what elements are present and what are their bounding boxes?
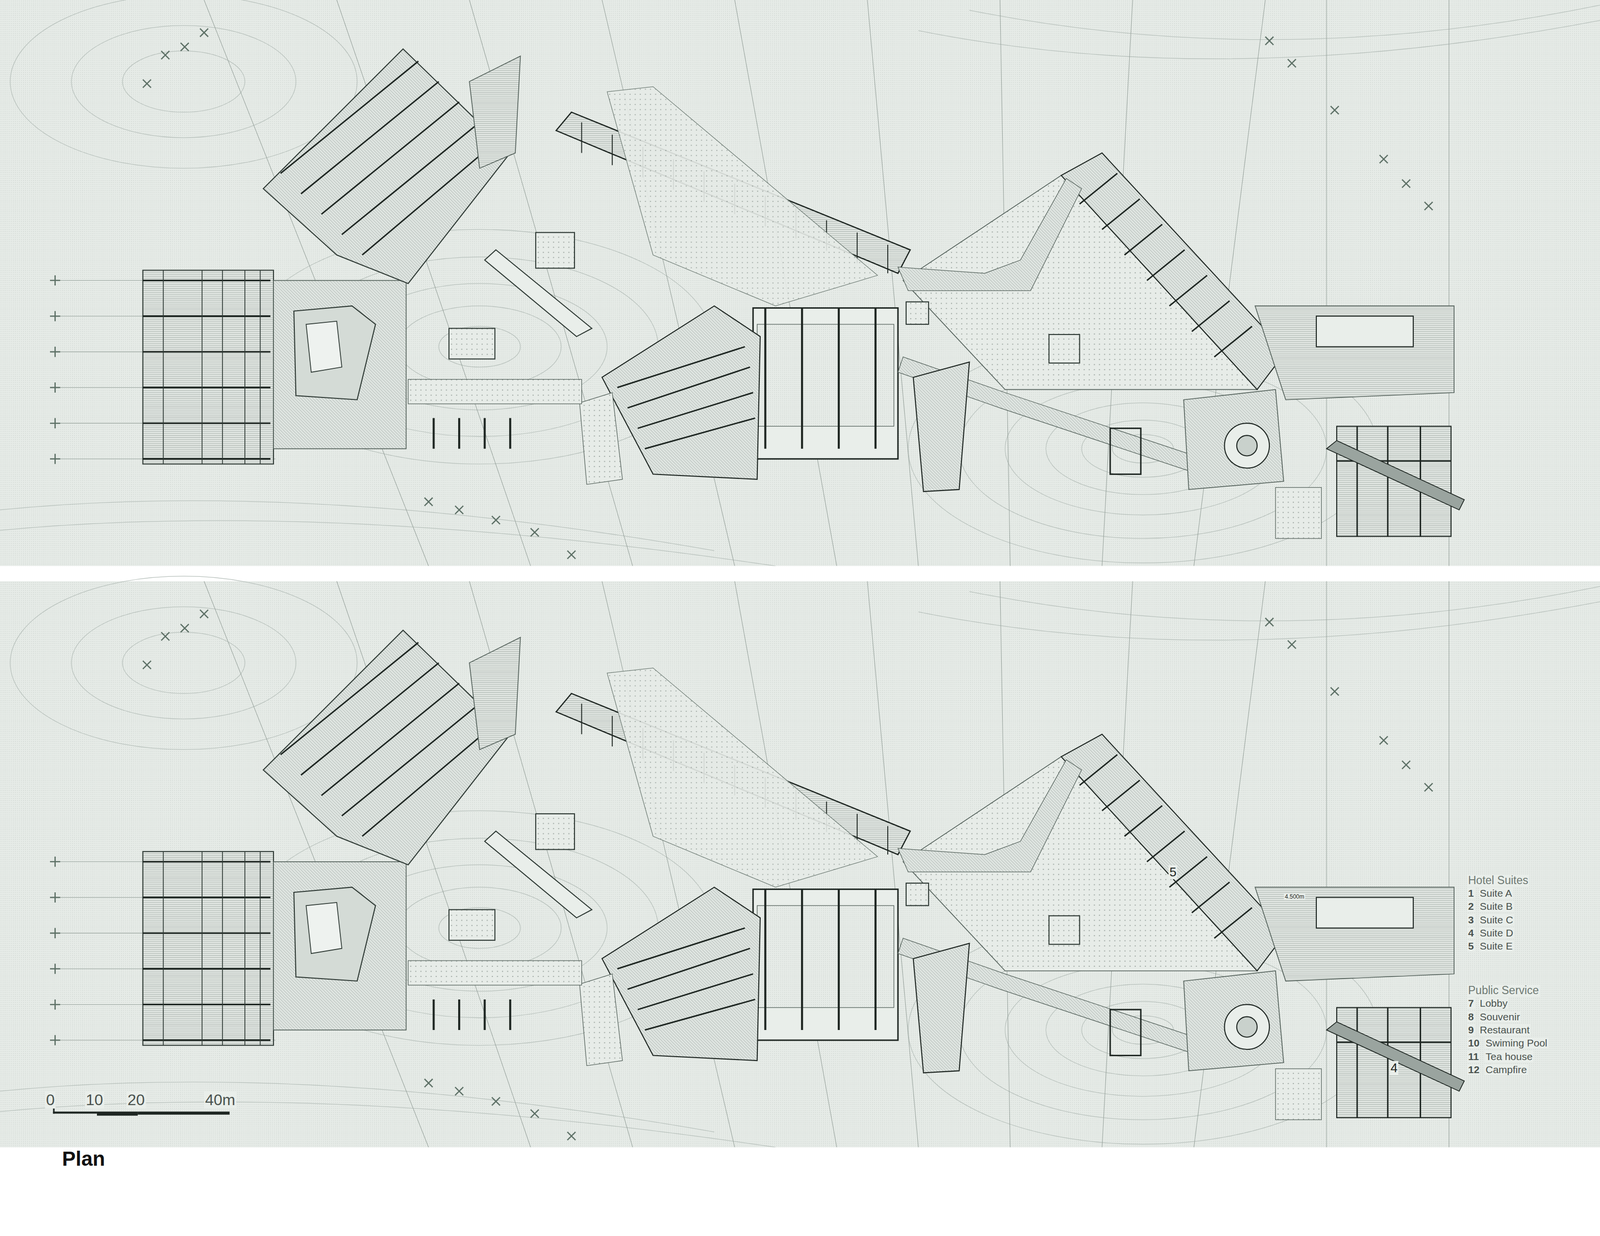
key-heading: Hotel Suites — [1467, 874, 1530, 887]
scale-number: 20 — [126, 1091, 146, 1109]
key-item: Suite A — [1478, 887, 1514, 899]
key-number: 11 — [1467, 1051, 1480, 1063]
key-item: Campfire — [1484, 1064, 1528, 1076]
scale-number: 0 — [45, 1091, 56, 1109]
key-item: Swiming Pool — [1484, 1037, 1549, 1049]
plan-title: Plan — [61, 1148, 107, 1171]
key-number: 2 — [1467, 900, 1475, 912]
scale-number: 10 — [84, 1091, 105, 1109]
scale-number: 40m — [204, 1091, 237, 1109]
key-number: 1 — [1467, 887, 1475, 899]
key-number: 7 — [1467, 997, 1475, 1009]
key-heading: Public Service — [1467, 984, 1540, 997]
key-number: 10 — [1467, 1037, 1481, 1049]
key-item: Souvenir — [1478, 1011, 1521, 1023]
key-number: 12 — [1467, 1064, 1481, 1076]
key-number: 3 — [1467, 914, 1475, 926]
key-item: Suite C — [1478, 914, 1515, 926]
key-number: 4 — [1467, 927, 1475, 939]
key-number: 8 — [1467, 1011, 1475, 1023]
key-item: Tea house — [1484, 1051, 1534, 1063]
callout-number: 4 — [1389, 1061, 1399, 1076]
key-item: Suite D — [1478, 927, 1515, 939]
key-number: 9 — [1467, 1024, 1475, 1036]
dimension: 4.500m — [1283, 894, 1306, 901]
key-item: Suite B — [1478, 900, 1514, 912]
key-item: Restaurant — [1478, 1024, 1531, 1036]
callout-number: 5 — [1168, 865, 1178, 880]
key-number: 5 — [1467, 940, 1475, 952]
key-item: Suite E — [1478, 940, 1514, 952]
key-item: Lobby — [1478, 997, 1509, 1009]
